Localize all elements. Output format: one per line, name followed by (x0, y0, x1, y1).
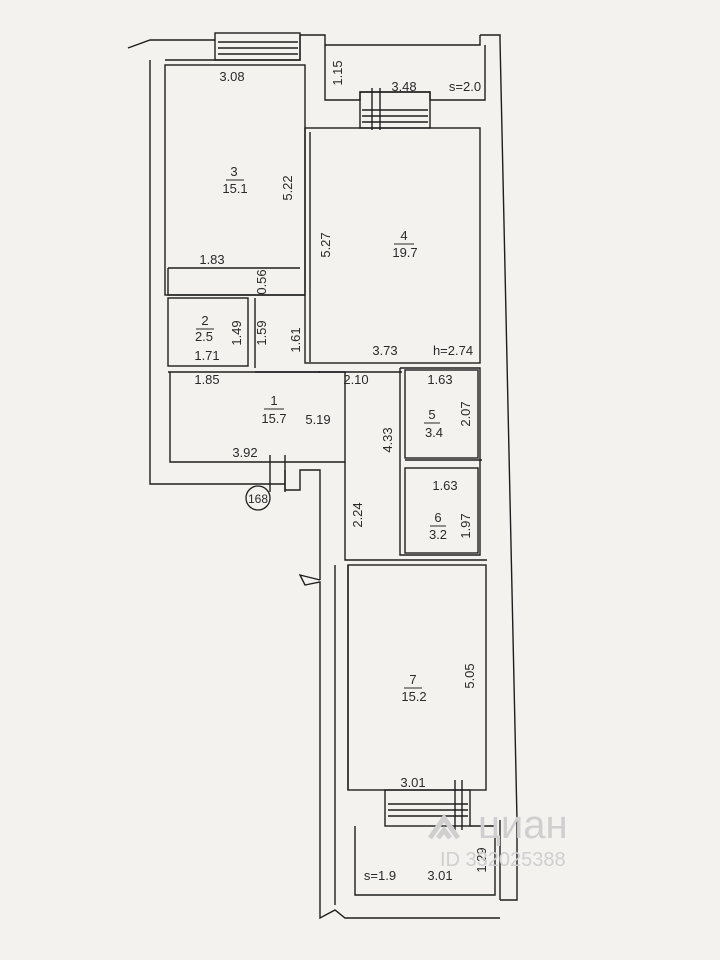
dim-3-92: 3.92 (232, 445, 257, 460)
outer-wall-left-vertical (149, 60, 285, 485)
top-window (214, 32, 301, 61)
balcony-bottom-area: s=1.9 (364, 868, 396, 883)
dim-4-33: 4.33 (380, 427, 395, 452)
dim-1-49: 1.49 (229, 320, 244, 345)
dim-3-48: 3.48 (391, 79, 416, 94)
outer-wall-left (127, 39, 215, 49)
apartment-number: 168 (248, 492, 268, 506)
dim-1-97: 1.97 (458, 513, 473, 538)
dim-3-01-a: 3.01 (400, 775, 425, 790)
dim-1-63-a: 1.63 (427, 372, 452, 387)
dim-1-61: 1.61 (288, 327, 303, 352)
dimension-labels: 3.08 1.15 3.48 s=2.0 5.22 5.27 1.83 0.56… (194, 60, 489, 883)
room-6-outline (404, 467, 479, 554)
room-labels: 3 15.1 4 19.7 2 2.5 1 15.7 5 3.4 6 3.2 7… (195, 164, 447, 704)
dim-3-73: 3.73 (372, 343, 397, 358)
dim-1-15: 1.15 (330, 60, 345, 85)
room-5-area: 3.4 (425, 425, 443, 440)
dim-5-22: 5.22 (280, 175, 295, 200)
room-7-number: 7 (409, 672, 416, 687)
dim-1-63-b: 1.63 (432, 478, 457, 493)
dim-1-29: 1.29 (474, 847, 489, 872)
room-7-area: 15.2 (401, 689, 426, 704)
room-5-number: 5 (428, 407, 435, 422)
watermark-brand: циан (478, 803, 568, 847)
dim-0-56: 0.56 (254, 269, 269, 294)
outer-wall-right (480, 34, 518, 901)
room-5-outline (404, 369, 479, 459)
room-2-area: 2.5 (195, 329, 213, 344)
room-1-number: 1 (270, 393, 277, 408)
dim-1-83: 1.83 (199, 252, 224, 267)
entrance-wall (284, 469, 321, 580)
dim-2-24: 2.24 (350, 502, 365, 527)
watermark-id: ID 332025388 (440, 849, 566, 871)
dim-2-10: 2.10 (343, 372, 368, 387)
room-2-number: 2 (201, 313, 208, 328)
outer-wall-top-right (300, 34, 481, 46)
room-3-number: 3 (230, 164, 237, 179)
dim-5-27: 5.27 (318, 232, 333, 257)
walls (127, 32, 518, 920)
dim-1-85: 1.85 (194, 372, 219, 387)
balcony-top-area: s=2.0 (449, 79, 481, 94)
dim-2-07: 2.07 (458, 401, 473, 426)
dim-5-19: 5.19 (305, 412, 330, 427)
apartment-number-badge: 168 (245, 485, 271, 511)
room-4-number: 4 (400, 228, 407, 243)
dim-1-71: 1.71 (194, 348, 219, 363)
room-2-outline (167, 297, 249, 367)
watermark: циан ID 332025388 (427, 803, 568, 871)
dim-5-05: 5.05 (462, 663, 477, 688)
ceiling-height: h=2.74 (433, 343, 473, 358)
balcony-bottom (354, 825, 496, 896)
dim-3-01-b: 3.01 (427, 868, 452, 883)
dim-3-08: 3.08 (219, 69, 244, 84)
room-3-area: 15.1 (222, 181, 247, 196)
room-4-area: 19.7 (392, 245, 417, 260)
room-6-number: 6 (434, 510, 441, 525)
outer-wall-lower-left (298, 573, 500, 920)
room-1-area: 15.7 (261, 411, 286, 426)
room-6-area: 3.2 (429, 527, 447, 542)
dim-1-59: 1.59 (254, 320, 269, 345)
cian-logo-icon (427, 813, 461, 840)
